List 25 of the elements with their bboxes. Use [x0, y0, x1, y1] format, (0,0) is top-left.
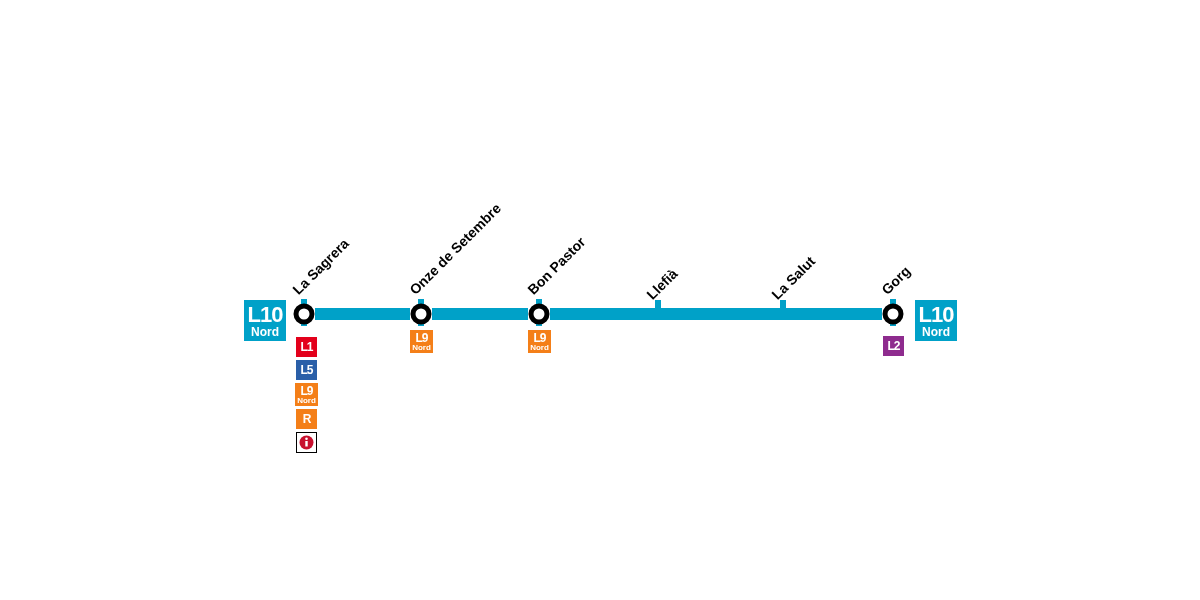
- line-segment: [550, 308, 655, 320]
- line-suffix: Nord: [251, 325, 279, 338]
- line-suffix: Nord: [412, 343, 431, 352]
- line-name: L9: [533, 331, 546, 344]
- line-name: R: [302, 413, 311, 425]
- line-suffix: Nord: [530, 343, 549, 352]
- line-segment: [315, 308, 410, 320]
- line-suffix: Nord: [922, 325, 950, 338]
- line-suffix: Nord: [297, 396, 316, 405]
- line-segment: [786, 308, 882, 320]
- line-name: L2: [887, 340, 900, 352]
- line-name: L9: [300, 384, 313, 397]
- line-badge: [244, 300, 286, 341]
- line-badge: [915, 300, 957, 341]
- line-name: L1: [300, 341, 313, 353]
- line-name: L10: [247, 303, 283, 326]
- line-segment: [432, 308, 528, 320]
- connection-badge: [528, 330, 551, 353]
- connection-badge: [295, 383, 318, 406]
- line-name: L5: [300, 364, 313, 376]
- line-name: L10: [918, 303, 954, 326]
- connection-badge: [410, 330, 433, 353]
- line-segment: [661, 308, 780, 320]
- connection-badge: [296, 409, 317, 429]
- line-name: L9: [415, 331, 428, 344]
